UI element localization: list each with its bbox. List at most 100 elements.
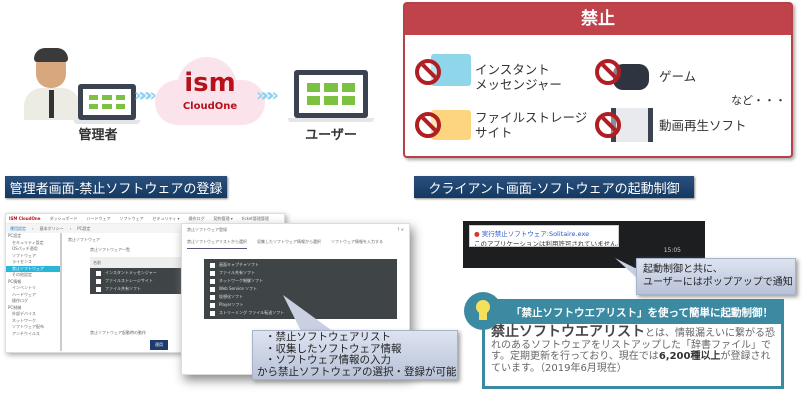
sidebar-item[interactable]: ソフトウェア (12, 252, 36, 258)
cloudone-logo: CloudOne (182, 101, 238, 112)
list-title: 禁止ソフトウェア一覧 (90, 247, 130, 252)
callout-line: から禁止ソフトウェアの選択・登録が可能 (257, 365, 457, 378)
nav-item[interactable]: 契約管理 ▾ (213, 215, 233, 221)
checkbox[interactable] (210, 302, 215, 308)
nav-item[interactable]: ハードウェア (86, 215, 111, 221)
admin-label: 管理者 (78, 128, 118, 143)
nav-item[interactable]: ticket管理管理 (241, 215, 269, 221)
client-section-banner: クライアント画面-ソフトウェアの起動制御 (414, 176, 694, 198)
breadcrumb-item[interactable]: PC設定 (77, 225, 91, 231)
checkbox[interactable] (96, 286, 101, 292)
sidebar-item[interactable]: PC情報 (8, 278, 22, 284)
breadcrumb-item[interactable]: 運用設定 (10, 225, 26, 231)
etc-label: など・・・ (731, 94, 786, 107)
popup-notification: ● 実行禁止ソフトウェア:Solitaire.exe このアプリケーションは利用… (469, 225, 619, 247)
checkbox[interactable] (210, 278, 215, 284)
admin-person-icon (24, 48, 80, 120)
tab-input[interactable]: ソフトウェア情報を入力する (331, 239, 383, 244)
popup-title: 実行禁止ソフトウェア:Solitaire.exe (481, 230, 590, 238)
arrow-right-icon: »»» (256, 85, 279, 106)
sidebar: PC設定 セキュリティ設定 OSパッチ適用 ソフトウェア ライセンス 禁止ソフト… (6, 233, 62, 351)
list-row[interactable]: ネットワーク制御ソフト (204, 277, 397, 285)
prohibited-title: 禁止 (405, 4, 791, 35)
sidebar-item-active[interactable]: 禁止ソフトウェア (6, 265, 60, 272)
list-row[interactable]: Web Service ソフト (204, 285, 397, 293)
item-label: ファイルストレージ (475, 110, 588, 125)
list-row[interactable]: 仮想化ソフト (204, 293, 397, 301)
checkbox[interactable] (210, 262, 215, 268)
prohibited-icon (595, 59, 621, 85)
panel-title: 禁止ソフトウェア (68, 237, 100, 242)
save-button[interactable]: 適用 (150, 340, 168, 350)
arrow-right-icon: »»» (134, 85, 157, 106)
popup-message: このアプリケーションは利用許可されていません。 (474, 240, 619, 247)
nav-item[interactable]: ダッシュボード (49, 215, 78, 221)
tip-text: とは、情報漏えいに繋がる恐れのあるソフトウェアをリストアップした「辞書ファイル」… (491, 328, 775, 362)
tip-term: 禁止ソフトウエアリスト (491, 324, 645, 340)
prohibited-icon (595, 112, 621, 138)
item-label: インスタント (475, 62, 550, 77)
tip-panel: 「禁止ソフトウエアリスト」を使って簡単に起動制御！ 禁止ソフトウエアリストとは、… (482, 299, 784, 389)
error-icon: ● (474, 230, 480, 238)
tip-body: 禁止ソフトウエアリストとは、情報漏えいに繋がる恐れのあるソフトウェアをリストアッ… (485, 324, 781, 377)
checkbox[interactable] (96, 270, 101, 276)
tip-text: が登録されています。（2019年6月現在） (491, 351, 771, 374)
checkbox[interactable] (210, 294, 215, 300)
item-label: ゲーム (659, 69, 697, 84)
sidebar-item[interactable]: ハードウェア (12, 291, 36, 297)
cloud-icon: ism CloudOne (155, 55, 265, 125)
sidebar-item[interactable]: インベントリ (12, 285, 36, 290)
admin-laptop-icon (74, 84, 140, 124)
breadcrumb-item[interactable]: 基本ポリシー (39, 225, 64, 231)
callout-line: ・禁止ソフトウェアリスト (265, 331, 391, 343)
sidebar-item[interactable]: ネットワーク (12, 317, 36, 323)
sidebar-item[interactable]: セキュリティ設定 (12, 239, 44, 245)
tab-collected[interactable]: 収集したソフトウェア情報から選択 (257, 239, 321, 244)
sidebar-item[interactable]: ライセンス (12, 259, 32, 264)
footer-label: 禁止ソフトウェア起動時の動作 (90, 330, 146, 335)
sidebar-item[interactable]: その他設定 (12, 272, 32, 277)
close-icon[interactable]: ? × (397, 227, 404, 232)
list-row[interactable]: インスタントメッセンジャー (90, 269, 278, 277)
list-row[interactable]: ファイルストレージサイト (90, 277, 278, 285)
sidebar-item[interactable]: 外部デバイス (12, 311, 36, 316)
admin-callout: ・禁止ソフトウェアリスト ・収集したソフトウェア情報 ・ソフトウェア情報の入力 … (252, 330, 458, 380)
clock: 15:05 (663, 247, 681, 254)
callout-line: ・収集したソフトウェア情報 (265, 342, 402, 355)
prohibited-icon (415, 59, 441, 85)
list-row[interactable]: 画面キャプチャソフト (204, 261, 397, 269)
checkbox[interactable] (210, 270, 215, 276)
app-logo: ISM CloudOne (9, 216, 41, 221)
item-label: メッセンジャー (475, 77, 562, 92)
list-row[interactable]: ファイル共有ソフト (204, 269, 397, 277)
nav-item[interactable]: セキュリティ ▾ (152, 215, 180, 221)
item-label: 動画再生ソフト (659, 118, 747, 133)
list-row[interactable]: Playerソフト (204, 301, 397, 309)
sidebar-item[interactable]: 操作ログ (12, 298, 28, 303)
prohibited-icon (415, 112, 441, 138)
checkbox[interactable] (210, 286, 215, 292)
ism-logo: ism (184, 68, 236, 98)
nav-item[interactable]: ソフトウェア (119, 215, 144, 221)
list-row[interactable]: ファイル共有ソフト (90, 285, 278, 293)
user-laptop-icon (288, 70, 374, 122)
list-row[interactable]: ストリーミング ファイル転送ソフト (204, 309, 397, 317)
lightbulb-icon (464, 292, 502, 330)
sidebar-item[interactable]: OSパッチ適用 (12, 246, 38, 251)
sidebar-item[interactable]: アンチウイルス (12, 330, 40, 336)
user-label: ユーザー (305, 128, 357, 143)
sidebar-item[interactable]: PC設定 (8, 233, 22, 238)
callout-line: ユーザーにはポップアップで通知 (643, 277, 793, 288)
prohibited-panel: 禁止 インスタントメッセンジャー ゲーム など・・・ ファイルストレージサイト … (403, 2, 793, 158)
callout-line: ・ソフトウェア情報の入力 (265, 354, 391, 366)
nav-item[interactable]: 操作ログ (188, 215, 205, 221)
sidebar-item[interactable]: PC制御 (8, 304, 22, 310)
callout-line: 起動制御と共に、 (643, 264, 723, 275)
sidebar-item[interactable]: ソフトウェア配布 (12, 324, 44, 329)
tip-count: 6,200種以上 (658, 351, 721, 362)
tip-headline: 「禁止ソフトウエアリスト」を使って簡単に起動制御！ (485, 302, 781, 324)
checkbox[interactable] (210, 310, 215, 316)
tab-list[interactable]: 禁止ソフトウェアリストから選択 (187, 239, 247, 249)
callout-pointer (283, 295, 338, 335)
checkbox[interactable] (96, 278, 101, 284)
